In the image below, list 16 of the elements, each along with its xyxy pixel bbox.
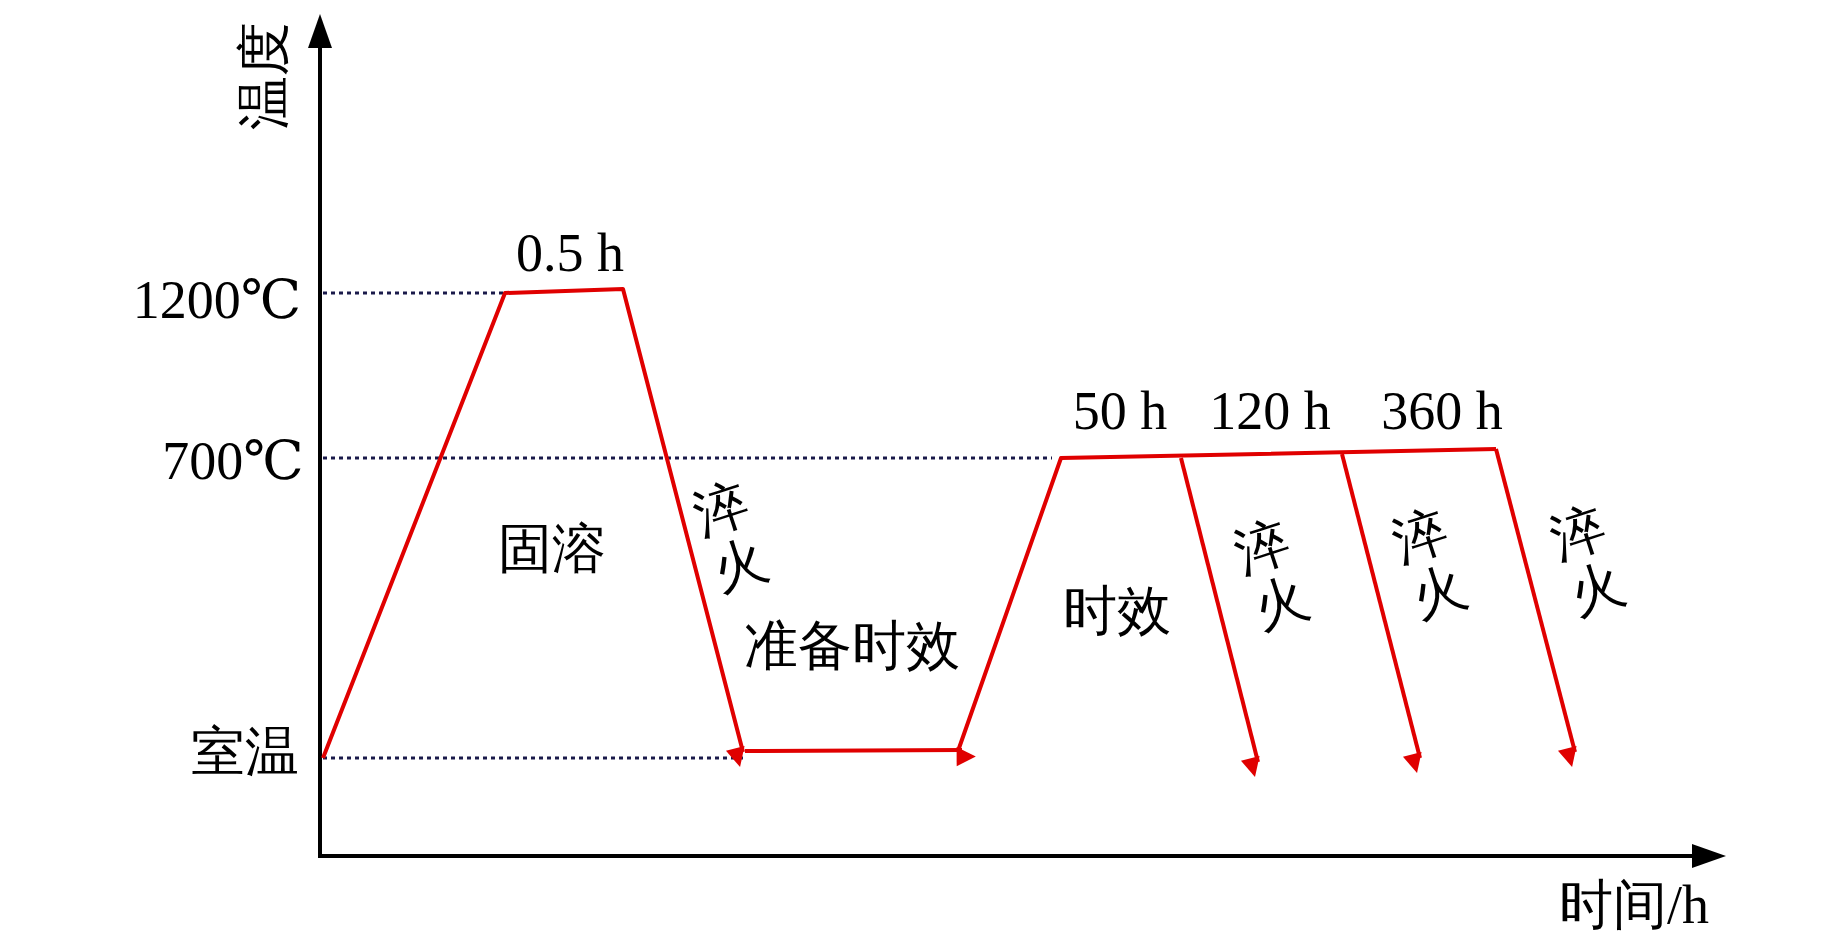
stage-label: 时效 <box>1063 584 1171 638</box>
duration-label: 360 h <box>1381 384 1503 438</box>
stage-label: 淬火 <box>1385 500 1475 630</box>
temperature-value: 700℃ <box>162 434 304 488</box>
stage-label: 淬火 <box>686 473 776 603</box>
stage-label: 固溶 <box>498 522 606 576</box>
axis-title: 时间/h <box>1559 878 1709 932</box>
stage-label: 淬火 <box>1543 497 1633 627</box>
stage-label: 准备时效 <box>744 619 960 673</box>
duration-label: 120 h <box>1209 384 1331 438</box>
stage-label: 淬火 <box>1227 511 1317 641</box>
temperature-value: 1200℃ <box>132 273 302 327</box>
duration-label: 0.5 h <box>516 226 624 280</box>
temperature-value: 室温 <box>191 725 299 779</box>
duration-label: 50 h <box>1072 384 1168 438</box>
axis-title: 温度 <box>237 22 291 130</box>
